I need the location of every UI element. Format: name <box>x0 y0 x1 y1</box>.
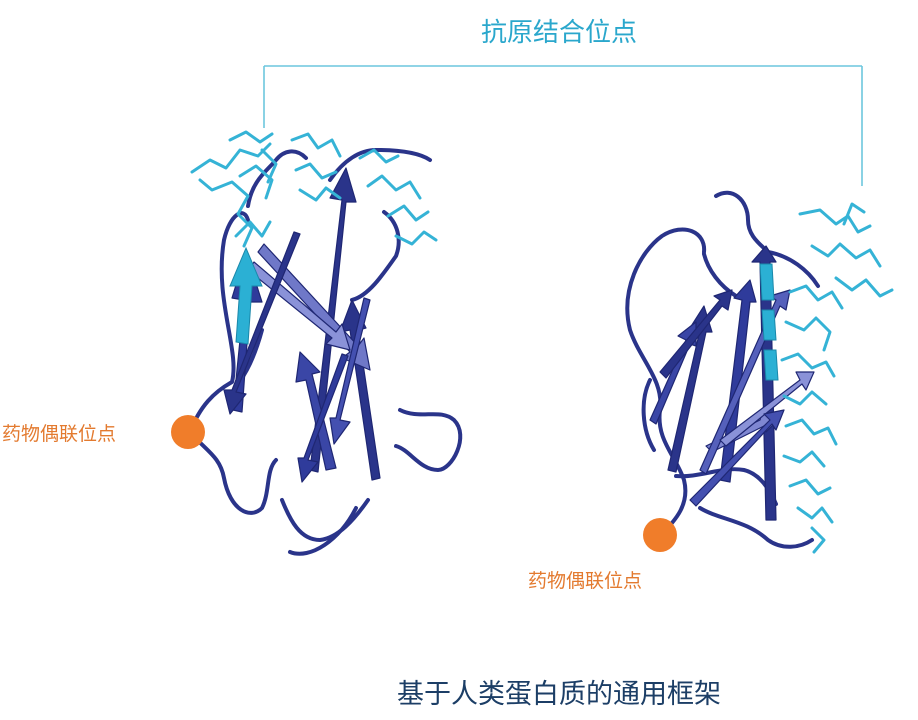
binding-site-bracket <box>263 65 863 186</box>
drug-conjugation-site-label-right: 药物偶联位点 <box>528 570 643 592</box>
protein-structure-left <box>171 130 463 556</box>
drug-conjugation-site-label-left: 药物偶联位点 <box>2 423 117 445</box>
figure-caption: 基于人类蛋白质的通用框架 <box>397 679 721 710</box>
protein-structure-right <box>625 190 894 554</box>
antigen-binding-site-label: 抗原结合位点 <box>481 18 638 48</box>
drug-site-dot-left <box>171 415 205 449</box>
drug-site-dot-right <box>643 518 677 552</box>
